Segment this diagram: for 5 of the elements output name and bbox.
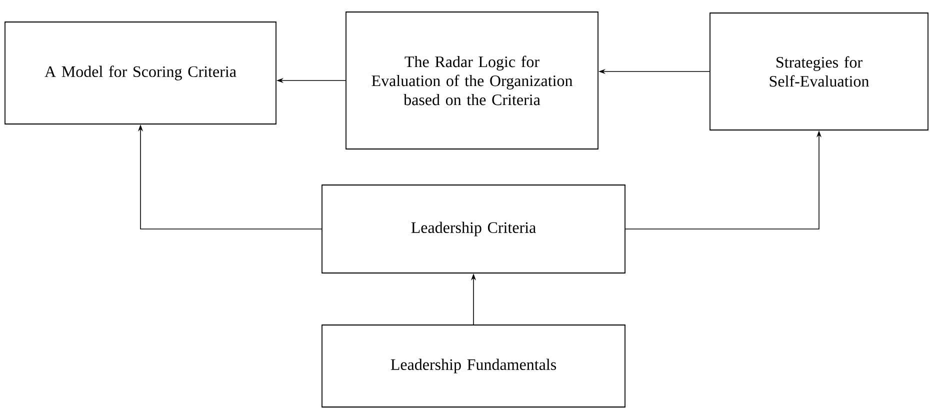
process-box: Strategies for Self-Evaluation bbox=[710, 12, 928, 130]
process-box: The Radar Logic for Evaluation of the Organization based on the Criteria bbox=[346, 12, 598, 150]
process-box: A Model for Scoring Criteria bbox=[4, 22, 276, 124]
process-box: Leadership Fundamentals bbox=[322, 324, 626, 408]
process-box: Leadership Criteria bbox=[322, 184, 626, 274]
